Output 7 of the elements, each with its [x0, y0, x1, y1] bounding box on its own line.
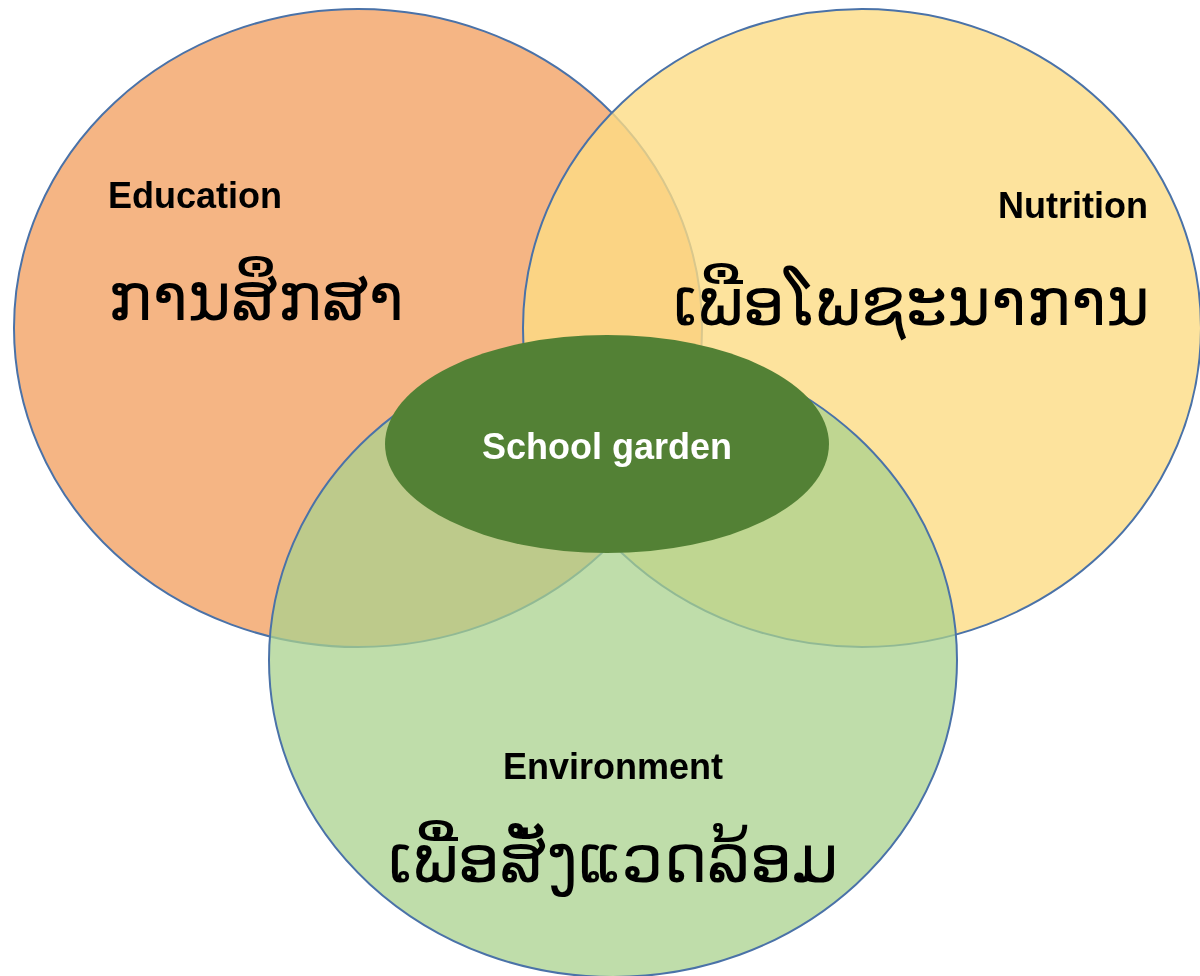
heading: Environment: [503, 747, 724, 787]
heading: School garden: [482, 427, 733, 467]
lao-label: ເພືອໂພຊະນາການ: [673, 263, 1150, 343]
lao-label: ການສຶກສາ: [108, 258, 404, 338]
heading: Education: [108, 176, 282, 216]
lao-label: ເພື່ອສັ່ງແວດລ້ອມ: [388, 820, 839, 900]
heading: Nutrition: [998, 186, 1148, 226]
